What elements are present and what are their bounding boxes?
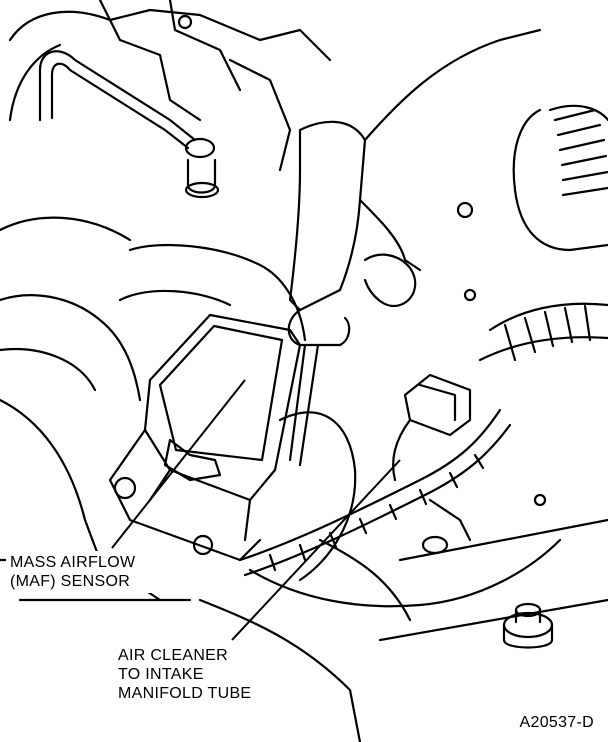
vacuum-hose — [38, 50, 197, 142]
maf-label-line-2: (MAF) SENSOR — [10, 573, 131, 590]
screwdriver — [288, 343, 320, 467]
tube-leader-line — [231, 459, 401, 641]
wiring-connector — [403, 373, 472, 437]
maf-label-line-1: MASS AIRFLOW — [10, 554, 136, 571]
tube-label-line-1: AIR CLEANER — [118, 647, 228, 664]
maf-sensor-label: MASS AIRFLOW (MAF) SENSOR — [10, 553, 135, 591]
maf-leader-line — [111, 379, 246, 549]
figure-id: A20537-D — [519, 714, 594, 731]
tube-label-line-2: TO INTAKE — [118, 666, 204, 683]
intake-tube — [128, 243, 307, 342]
tube-label-line-3: MANIFOLD TUBE — [118, 685, 252, 702]
maf-sensor — [143, 313, 302, 502]
technician-hand — [288, 120, 367, 312]
wiring-harness — [238, 408, 502, 562]
air-hose-right — [512, 108, 608, 252]
intake-tube-label: AIR CLEANER TO INTAKE MANIFOLD TUBE — [118, 646, 251, 703]
engine-block-outline — [8, 8, 332, 62]
